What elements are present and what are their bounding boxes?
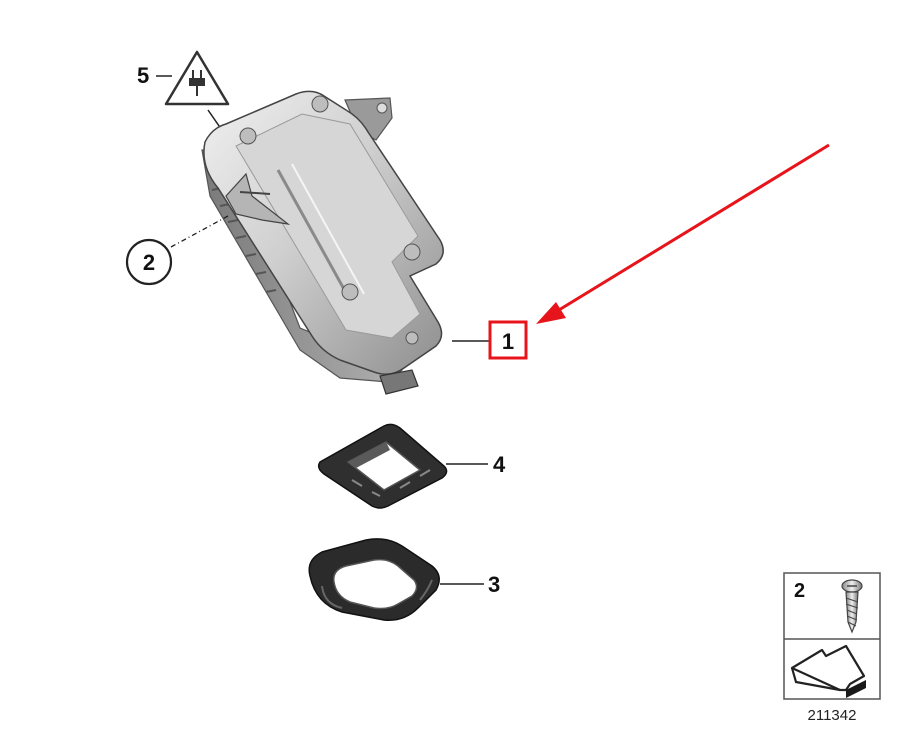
callout-4-number: 4 <box>493 452 506 477</box>
legend-screw-number: 2 <box>794 580 805 602</box>
reference-code: 211342 <box>808 707 857 724</box>
callout-3: 3 <box>440 572 500 597</box>
callout-1-number: 1 <box>502 329 514 354</box>
callout-2-leader <box>170 215 229 248</box>
screw-icon <box>841 579 863 634</box>
electrical-plug-warning-icon <box>164 50 230 106</box>
highlight-arrow <box>536 143 830 324</box>
callout-2-number: 2 <box>143 250 155 275</box>
callout-1: 1 <box>452 320 528 360</box>
gasket-frame <box>317 423 448 509</box>
callout-2: 2 <box>125 215 229 286</box>
callout-3-number: 3 <box>488 572 500 597</box>
callout-5: 5 <box>137 63 172 88</box>
forward-direction-arrow-icon <box>790 644 866 698</box>
mounting-clip <box>225 172 291 225</box>
callout-2-circle <box>125 238 173 286</box>
callout-5-number: 5 <box>137 63 149 88</box>
callout-1-highlight-box <box>488 320 528 360</box>
callout-4: 4 <box>446 452 506 477</box>
legend-box: 2 <box>783 572 881 700</box>
control-unit-housing <box>201 90 444 395</box>
rubber-seal <box>308 538 440 621</box>
